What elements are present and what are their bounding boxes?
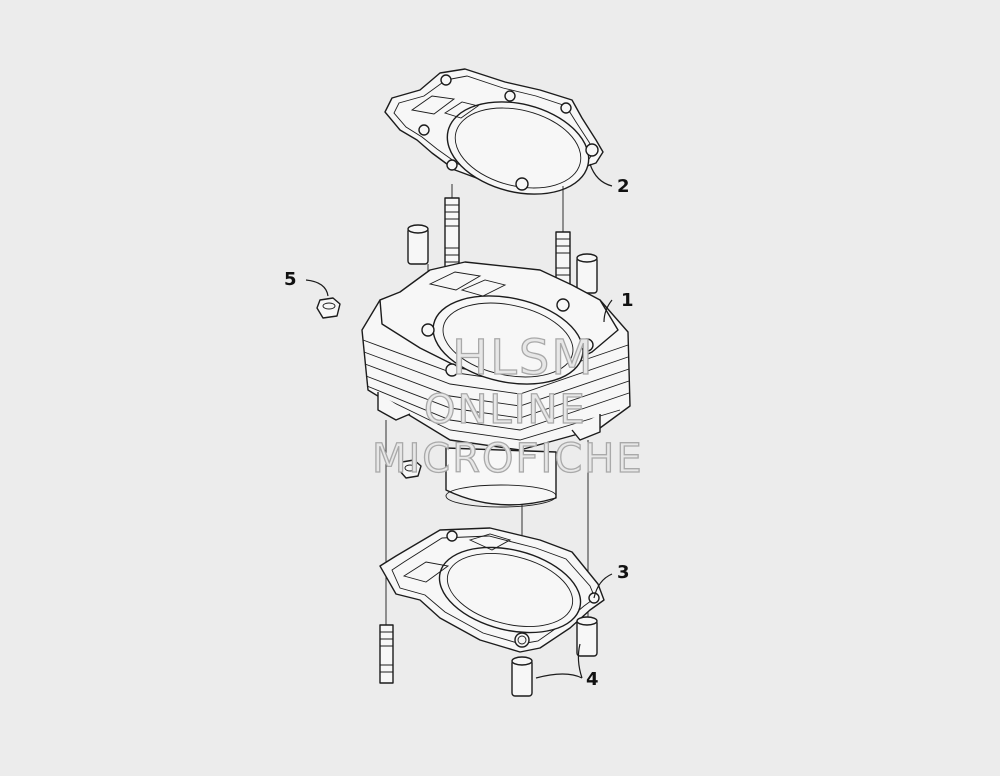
dowel-lower-right[interactable]	[576, 616, 598, 657]
callout-5: 5	[284, 269, 297, 290]
dowel-upper-left[interactable]	[407, 224, 429, 265]
watermark-line-3: MICROFICHE	[372, 436, 644, 482]
watermark-line-2: ONLINE	[424, 387, 587, 433]
callout-3: 3	[617, 562, 630, 583]
callout-1: 1	[621, 290, 634, 311]
leader-lines	[305, 163, 613, 679]
watermark: HLSM ONLINE MICROFICHE	[371, 329, 644, 482]
dowel-lower-center[interactable]	[511, 656, 533, 697]
stud-lower[interactable]	[379, 624, 394, 684]
head-gasket-upper[interactable]	[384, 68, 604, 208]
stud-upper-left[interactable]	[444, 197, 460, 269]
callout-4: 4	[586, 669, 599, 690]
stud-upper-right[interactable]	[555, 231, 571, 288]
watermark-line-1: HLSM	[452, 330, 595, 386]
callout-2: 2	[617, 176, 630, 197]
dowel-upper-right[interactable]	[576, 253, 598, 294]
cylinder-block[interactable]	[361, 261, 631, 508]
base-gasket-lower[interactable]	[379, 527, 605, 653]
cylinder-nut[interactable]	[316, 297, 341, 319]
